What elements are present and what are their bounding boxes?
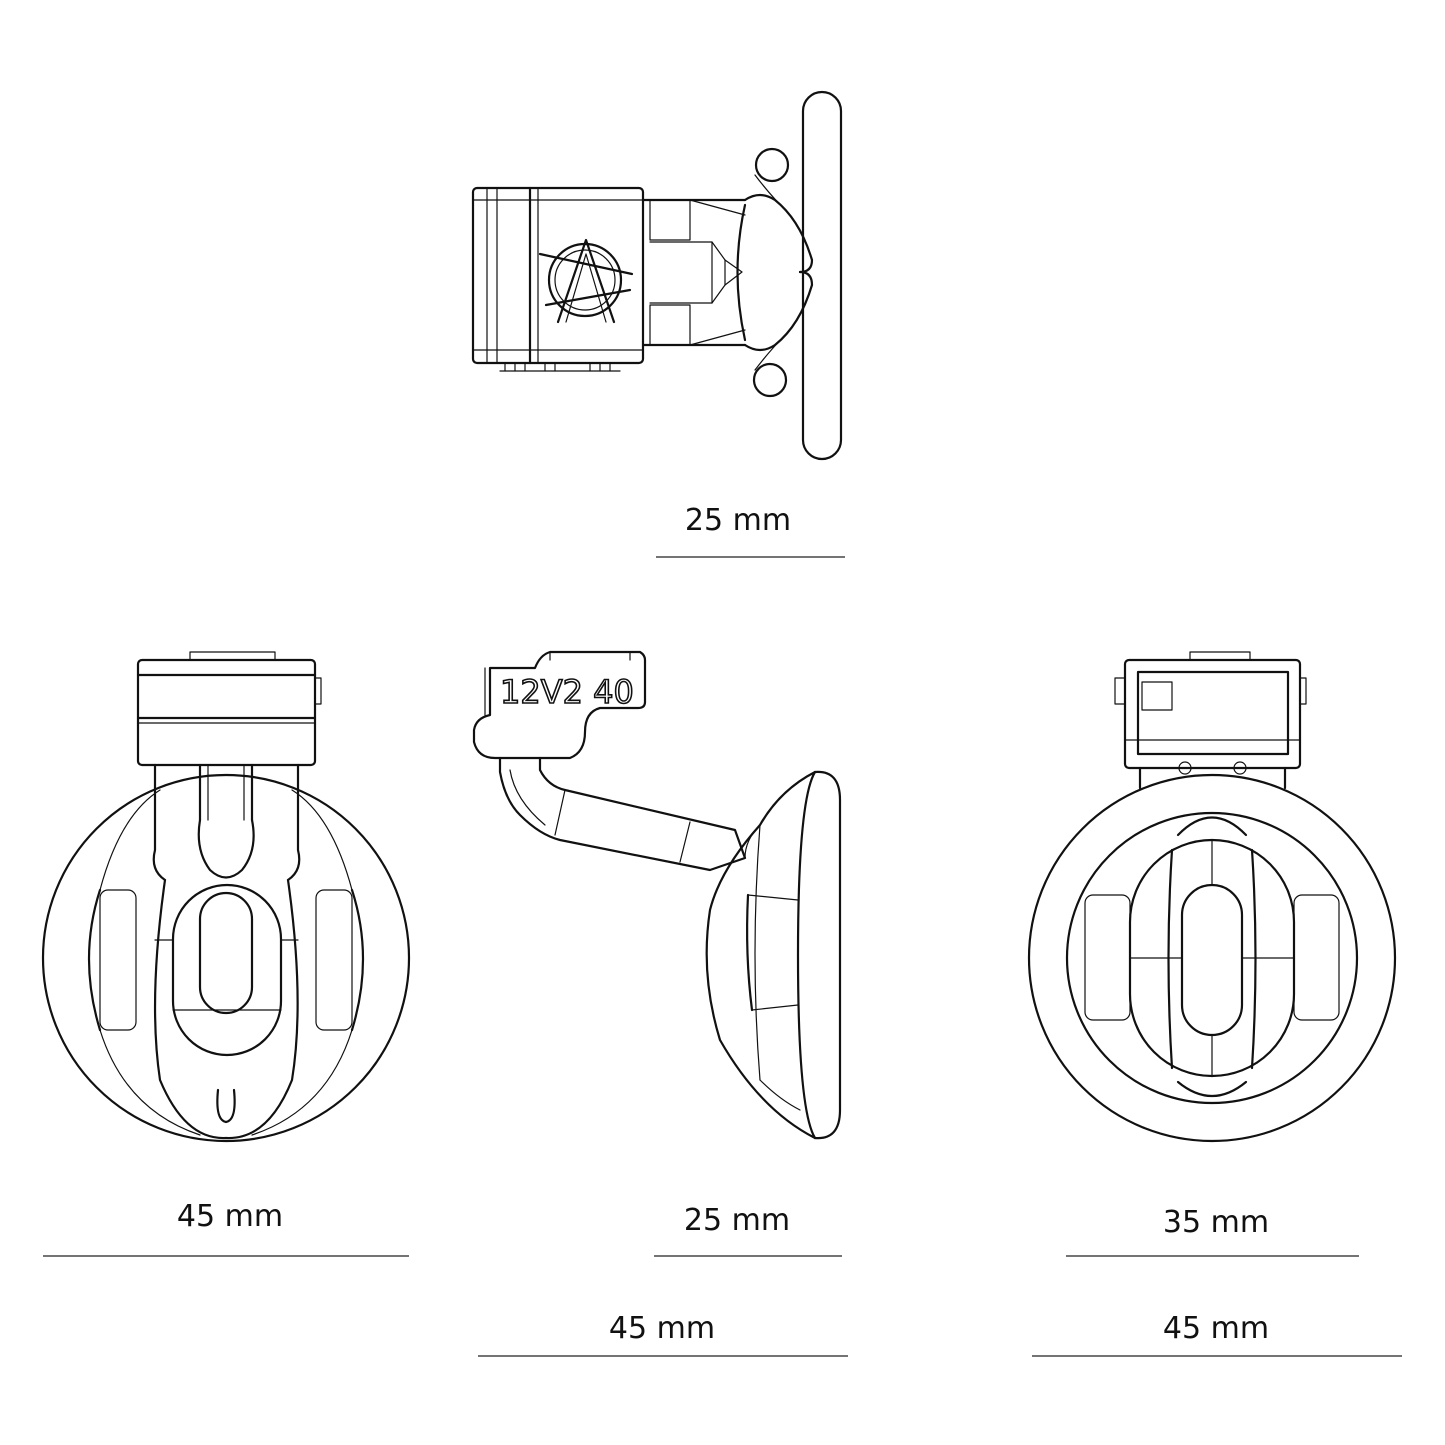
back-dimension-outer-label: 45 mm xyxy=(1163,1311,1269,1346)
side-dimensions: 25 mm 45 mm xyxy=(478,1203,848,1357)
side-view: 12V2 40 xyxy=(472,650,842,1140)
front-dimension-label: 45 mm xyxy=(177,1199,283,1234)
side-dimension-ring-label: 25 mm xyxy=(684,1203,790,1238)
top-view xyxy=(471,90,843,461)
side-dimension-overall-label: 45 mm xyxy=(609,1311,715,1346)
front-dimension: 45 mm xyxy=(43,1199,409,1257)
back-dimension-inner-label: 35 mm xyxy=(1163,1205,1269,1240)
back-dimensions: 35 mm 45 mm xyxy=(1032,1205,1402,1357)
top-dimension: 25 mm xyxy=(656,503,845,558)
back-view xyxy=(1027,651,1397,1143)
anarchy-logo-icon xyxy=(538,238,634,324)
front-view xyxy=(41,651,411,1143)
side-engraving: 12V2 40 xyxy=(500,673,634,711)
top-dimension-label: 25 mm xyxy=(685,503,791,538)
